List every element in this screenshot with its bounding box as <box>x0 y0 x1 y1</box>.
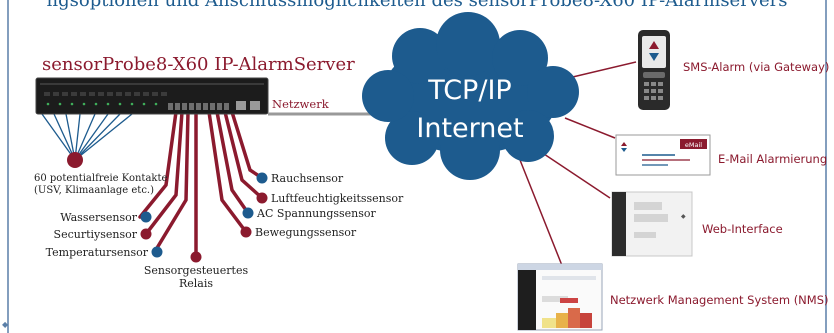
device-port-row <box>168 101 260 110</box>
sensorprobe-device <box>35 77 269 115</box>
sensor-cables <box>138 110 264 256</box>
sensor-label-wasser: Wassersensor <box>60 211 137 224</box>
cable-luftfeuchtigkeit <box>223 110 264 200</box>
sensor-label-ac-spannung: AC Spannungssensor <box>256 207 377 220</box>
contacts-label-line1: 60 potentialfreie Kontakte <box>34 173 167 184</box>
email-window-icon: eMail <box>615 134 711 176</box>
ethernet-port <box>250 101 260 110</box>
cable-temperatur <box>155 110 190 250</box>
contacts-hub-dot <box>67 152 83 168</box>
sensor-dot-relais <box>190 251 202 263</box>
link-nms <box>519 159 564 269</box>
device-title: sensorProbe8-X60 IP-AlarmServer <box>42 54 355 75</box>
device-status-leds <box>46 102 158 106</box>
sensor-label-luftfeuchtigkeit: Luftfeuchtigkeitssensor <box>271 192 404 205</box>
contacts-label-line2: (USV, Klimaanlage etc.) <box>34 185 154 196</box>
nms-screen-icon <box>517 263 603 331</box>
sensor-dot-rauch <box>256 172 268 184</box>
link-email <box>564 117 616 139</box>
device-terminal-strip <box>44 92 167 96</box>
cable-rauch <box>230 110 264 180</box>
sensor-label-temperatur: Temperatursensor <box>46 246 149 259</box>
cable-ac <box>215 110 250 215</box>
cable-security <box>144 110 184 236</box>
cable-wasser <box>138 110 178 219</box>
web-interface-icon: ◆ <box>611 191 693 257</box>
sensor-dot-security <box>140 228 152 240</box>
frame-marker-icon: ◆ <box>2 320 9 329</box>
link-web <box>537 149 611 199</box>
sensor-label-bewegung: Bewegungssensor <box>255 226 357 239</box>
cloud-label-line2: Internet <box>416 113 523 144</box>
sensor-label-rauch: Rauchsensor <box>271 172 344 185</box>
sensor-dot-ac-spannung <box>242 207 254 219</box>
email-badge: eMail <box>685 141 702 149</box>
network-link-label: Netzwerk <box>272 97 330 111</box>
internet-cloud <box>362 12 579 180</box>
sensor-label-security: Securtiysensor <box>54 228 138 241</box>
sensor-dot-luftfeuchtigkeit <box>256 192 268 204</box>
output-label-nms: Netzwerk Management System (NMS) <box>610 293 829 307</box>
sensor-dot-bewegung <box>240 226 252 238</box>
relais-label-line1: Sensorgesteuertes <box>144 264 249 277</box>
output-label-email: E-Mail Alarmierung <box>718 152 827 166</box>
relais-label-line2: Relais <box>179 277 213 290</box>
ethernet-port <box>236 101 246 110</box>
sensor-dot-temperatur <box>151 246 163 258</box>
web-scroll-icon: ◆ <box>681 213 686 220</box>
cloud-label-line1: TCP/IP <box>427 75 511 106</box>
top-caption: ngsoptionen und Anschlussmöglichkeiten d… <box>47 0 788 11</box>
output-label-sms: SMS-Alarm (via Gateway) <box>683 60 829 74</box>
sensor-dot-wasser <box>140 211 152 223</box>
phone-icon <box>638 30 670 110</box>
contact-wires <box>41 113 133 161</box>
cable-bewegung <box>207 110 248 234</box>
output-label-web: Web-Interface <box>702 222 783 236</box>
